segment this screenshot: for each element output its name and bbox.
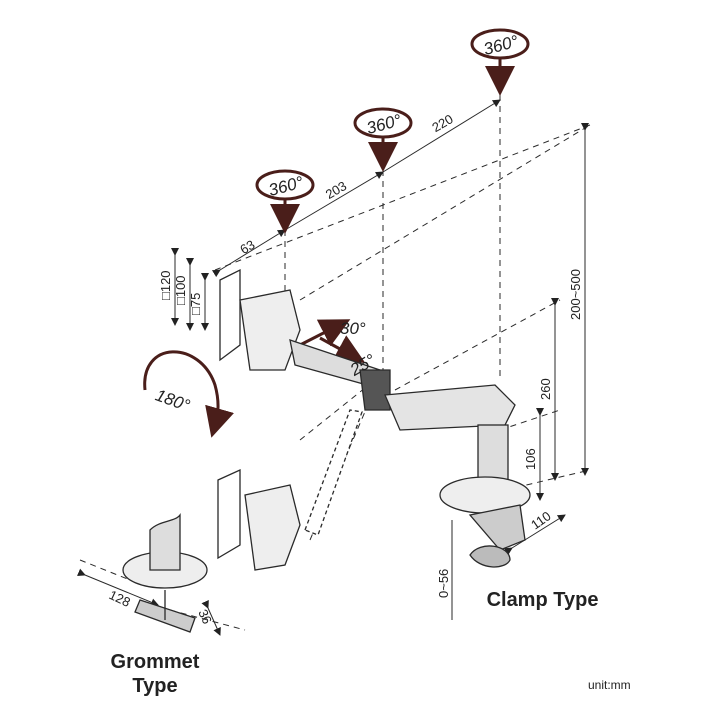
clamp-type-caption: Clamp Type bbox=[486, 589, 599, 611]
dim-clamp-range: 0~56 bbox=[436, 569, 451, 598]
dim-base-depth: 110 bbox=[528, 508, 554, 532]
grommet-caption-line2: Type bbox=[132, 675, 178, 697]
dim-head-offset: 63 bbox=[237, 237, 257, 257]
arm-segments bbox=[289, 339, 516, 536]
dim-vesa-120: □120 bbox=[158, 270, 173, 300]
grommet-type-caption: Grommet Type bbox=[95, 650, 215, 698]
grommet-caption-line1: Grommet bbox=[110, 651, 200, 673]
dim-arm-1: 203 bbox=[323, 178, 349, 202]
dim-pole-height: 106 bbox=[523, 448, 538, 470]
unit-label: unit:mm bbox=[588, 678, 631, 692]
dim-vesa-75: □75 bbox=[188, 293, 203, 315]
dim-vesa-100: □100 bbox=[173, 275, 188, 305]
dim-height-arm: 260 bbox=[538, 378, 553, 400]
clamp-base bbox=[439, 424, 531, 568]
dim-grommet-width: 128 bbox=[107, 587, 133, 610]
dimension-lines bbox=[77, 99, 589, 636]
dim-grommet-plate: 36 bbox=[195, 607, 215, 626]
rotation-arrows bbox=[143, 28, 530, 438]
dim-arm-2: 220 bbox=[429, 111, 455, 135]
swivel-label: 180° bbox=[153, 385, 193, 415]
grommet-base bbox=[122, 512, 208, 633]
dim-height-range: 200~500 bbox=[568, 269, 583, 320]
tilt-up-label: 30° bbox=[340, 319, 366, 338]
monitor-head bbox=[217, 268, 301, 571]
